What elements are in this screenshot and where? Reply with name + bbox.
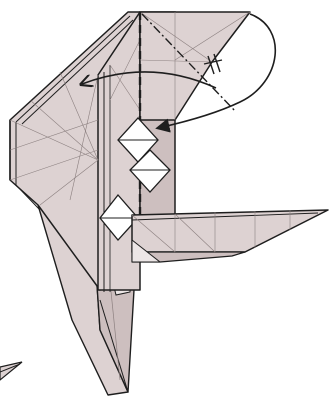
side-arm	[132, 210, 328, 262]
